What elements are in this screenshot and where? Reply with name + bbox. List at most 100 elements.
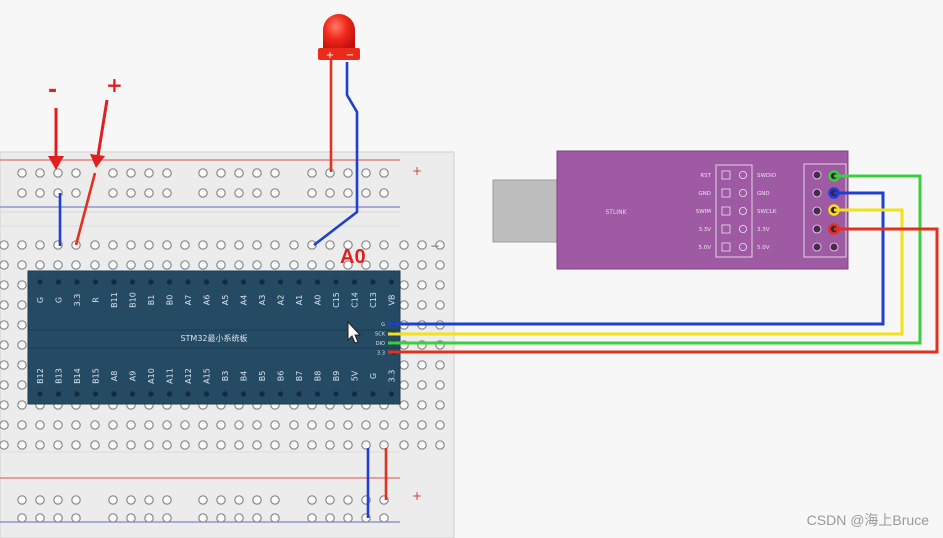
breadboard-hole — [162, 513, 172, 523]
breadboard-hole — [252, 260, 262, 270]
stm32-bottom-pin-label: A8 — [110, 371, 119, 382]
stlink-header-pin — [812, 242, 822, 252]
breadboard-hole — [198, 495, 208, 505]
breadboard-hole — [144, 260, 154, 270]
breadboard-hole — [343, 260, 353, 270]
stm32-top-pin-label: A7 — [184, 295, 193, 306]
breadboard-hole — [435, 440, 445, 450]
stm32-pin — [166, 279, 173, 285]
breadboard-hole — [108, 495, 118, 505]
breadboard-hole — [234, 168, 244, 178]
breadboard-hole — [53, 420, 63, 430]
stm32-bottom-pin-label: G — [369, 373, 378, 379]
stm32-pin — [388, 391, 395, 397]
breadboard-hole — [234, 440, 244, 450]
breadboard-hole — [289, 240, 299, 250]
breadboard-hole — [325, 240, 335, 250]
breadboard-hole — [0, 440, 9, 450]
breadboard-hole — [162, 440, 172, 450]
breadboard-hole — [17, 380, 27, 390]
breadboard-hole — [252, 420, 262, 430]
stm32-pin — [370, 391, 376, 397]
stm32-bottom-pin-label: B5 — [258, 371, 267, 382]
breadboard-hole — [144, 188, 154, 198]
stm32-top-pin-label: A0 — [314, 295, 323, 306]
annotations: - + A0 — [48, 73, 366, 268]
stlink-left-pin-label: SWIM — [696, 209, 712, 215]
breadboard-hole — [270, 420, 280, 430]
stm32-pin — [203, 391, 210, 397]
breadboard-hole — [399, 280, 409, 290]
breadboard-hole — [53, 168, 63, 178]
stm32-bottom-pin-label: B15 — [92, 368, 101, 384]
breadboard-hole — [361, 168, 371, 178]
swdio-wire-blue — [388, 191, 885, 326]
stm32-pin — [222, 279, 228, 285]
breadboard-hole — [90, 260, 100, 270]
breadboard-hole — [35, 260, 45, 270]
breadboard-hole — [307, 260, 317, 270]
breadboard-hole — [216, 495, 226, 505]
breadboard-hole — [90, 440, 100, 450]
breadboard-hole — [417, 400, 427, 410]
stlink-header-pin — [829, 242, 839, 252]
stm32-pin — [37, 279, 43, 285]
breadboard-hole — [343, 240, 353, 250]
breadboard-hole — [35, 513, 45, 523]
stm32-pin — [240, 279, 247, 285]
breadboard-hole — [379, 188, 389, 198]
breadboard-hole — [108, 240, 118, 250]
stm32-pin — [259, 279, 265, 285]
stlink-pin — [721, 242, 731, 252]
breadboard-hole — [270, 260, 280, 270]
stm32-pin — [370, 279, 376, 285]
breadboard-hole — [307, 188, 317, 198]
breadboard-hole — [417, 420, 427, 430]
stm32-top-pin-label: B10 — [129, 292, 138, 308]
breadboard-hole — [144, 513, 154, 523]
stm32-pin — [111, 391, 117, 397]
breadboard-hole — [198, 168, 208, 178]
breadboard-hole — [198, 260, 208, 270]
stm32-pin — [296, 279, 302, 285]
swd-header-pin-label: DIO — [376, 341, 385, 347]
breadboard-hole — [270, 440, 280, 450]
breadboard-hole — [289, 420, 299, 430]
breadboard-hole — [108, 168, 118, 178]
breadboard-hole — [361, 260, 371, 270]
breadboard-hole — [216, 440, 226, 450]
breadboard-hole — [17, 320, 27, 330]
breadboard-hole — [399, 260, 409, 270]
minus-annotation: - — [48, 78, 57, 103]
breadboard-hole — [216, 513, 226, 523]
breadboard-hole — [162, 495, 172, 505]
breadboard-hole — [71, 513, 81, 523]
stm32-top-pin-label: A2 — [277, 295, 286, 306]
stm32-top-pin-label: A1 — [295, 295, 304, 306]
rail-minus-label: − — [430, 239, 440, 253]
swclk-wire-yellow — [388, 208, 904, 336]
breadboard-hole — [144, 440, 154, 450]
breadboard-hole — [198, 420, 208, 430]
breadboard-hole — [234, 240, 244, 250]
breadboard-hole — [325, 495, 335, 505]
breadboard-hole — [399, 380, 409, 390]
breadboard-hole — [252, 513, 262, 523]
breadboard-hole — [198, 188, 208, 198]
breadboard-hole — [17, 420, 27, 430]
breadboard-hole — [234, 513, 244, 523]
stm32-pin — [74, 279, 80, 285]
breadboard-hole — [234, 188, 244, 198]
breadboard-hole — [252, 188, 262, 198]
stm32-bottom-pin-label: B9 — [332, 371, 341, 382]
stm32-bottom-pin-label: A11 — [166, 368, 175, 384]
breadboard-hole — [17, 188, 27, 198]
breadboard-hole — [126, 495, 136, 505]
mouse-cursor-icon — [347, 320, 362, 344]
breadboard-hole — [17, 495, 27, 505]
breadboard-hole — [399, 360, 409, 370]
breadboard-hole — [17, 240, 27, 250]
power-rail-top — [0, 159, 400, 213]
breadboard-hole — [180, 420, 190, 430]
a0-signal-wire — [313, 62, 359, 247]
